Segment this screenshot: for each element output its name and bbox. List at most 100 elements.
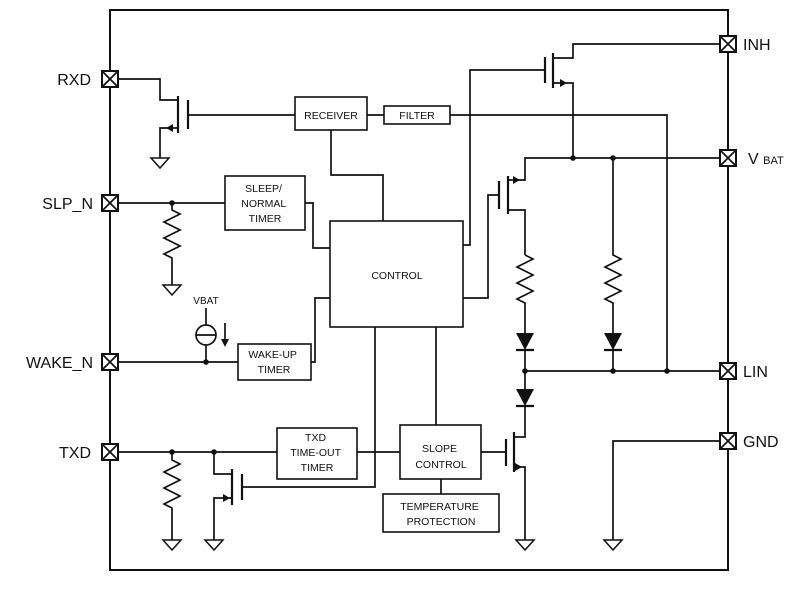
wake-up-timer-line-1: WAKE-UP bbox=[248, 349, 297, 361]
txd-clamp-source-arrow-icon bbox=[223, 494, 230, 502]
txd-timeout-timer-box bbox=[276, 427, 358, 480]
junction-dot bbox=[664, 368, 670, 374]
rxd-source-wire bbox=[159, 127, 178, 158]
wake-up-timer-box bbox=[237, 343, 312, 381]
txd-clamp-drain-wire bbox=[213, 452, 232, 475]
lin-pin: LIN bbox=[719, 362, 768, 381]
junction-dot bbox=[610, 368, 616, 374]
vbat-pin-label: V BAT bbox=[748, 151, 784, 168]
slope-control-line-2: CONTROL bbox=[415, 459, 466, 471]
txd-input bbox=[118, 327, 400, 552]
txd-timeout-timer-block: TXD TIME-OUT TIMER bbox=[276, 427, 358, 480]
slp-n-input bbox=[118, 200, 330, 297]
lin-driver-transistor bbox=[481, 371, 536, 552]
control-to-inh-gate-wire bbox=[463, 69, 545, 246]
lin-fixed-pullup bbox=[603, 158, 623, 371]
control-to-pullup-gate-wire bbox=[463, 194, 499, 299]
txd-timeout-timer-line-3: TIMER bbox=[301, 462, 334, 474]
txd-timeout-timer-line-1: TXD bbox=[305, 432, 326, 444]
inh-switch-transistor bbox=[463, 43, 720, 246]
pullup-resistor-icon bbox=[515, 254, 535, 333]
rxd-output-transistor bbox=[118, 78, 295, 170]
slope-control-box bbox=[399, 424, 482, 480]
sleep-normal-timer-box bbox=[224, 175, 306, 231]
slope-control-label: SLOPE CONTROL bbox=[415, 443, 466, 471]
ground-icon bbox=[161, 539, 183, 552]
inh-pin: INH bbox=[719, 35, 771, 54]
wake-timer-to-control-wire bbox=[311, 297, 330, 363]
control-block: CONTROL bbox=[329, 220, 464, 328]
fixed-pullup-diode-icon bbox=[604, 333, 622, 350]
pin-cross-icon bbox=[101, 194, 119, 212]
lin-pin-label: LIN bbox=[743, 364, 768, 381]
filter-label: FILTER bbox=[399, 110, 435, 122]
control-to-txd-clamp-gate-wire bbox=[242, 327, 376, 488]
control-label: CONTROL bbox=[371, 270, 422, 282]
vbat-rail-wire bbox=[508, 157, 720, 181]
driver-source-wire bbox=[514, 466, 526, 540]
driver-source-arrow-icon bbox=[515, 463, 522, 471]
receiver-block: RECEIVER bbox=[294, 96, 368, 131]
wake-up-timer-line-2: TIMER bbox=[258, 364, 291, 376]
wake-n-input: VBAT bbox=[118, 296, 330, 365]
fixed-pullup-resistor-icon bbox=[603, 158, 623, 333]
wake-n-pin: WAKE_N bbox=[26, 353, 119, 372]
rxd-pin-label: RXD bbox=[57, 72, 91, 89]
pin-cross-icon bbox=[101, 353, 119, 371]
rxd-pin: RXD bbox=[57, 70, 119, 89]
temperature-protection-label: TEMPERATURE PROTECTION bbox=[400, 501, 481, 528]
wake-n-pin-label: WAKE_N bbox=[26, 355, 93, 372]
sleep-normal-timer-line-3: TIMER bbox=[249, 213, 282, 225]
lin-pullup-transistor bbox=[463, 176, 535, 371]
inh-source-arrow-icon bbox=[560, 79, 567, 87]
temperature-protection-line-2: PROTECTION bbox=[407, 516, 476, 528]
temperature-protection-box bbox=[382, 493, 500, 533]
sleep-normal-timer-line-1: SLEEP/ bbox=[245, 183, 282, 195]
sleep-normal-timer-label: SLEEP/ NORMAL TIMER bbox=[241, 183, 288, 225]
rxd-source-arrow-icon bbox=[166, 124, 173, 132]
sleep-normal-timer-line-2: NORMAL bbox=[241, 198, 286, 210]
wake-up-timer-block: WAKE-UP TIMER bbox=[237, 343, 312, 381]
receiver-box bbox=[294, 96, 368, 131]
pin-cross-icon bbox=[719, 35, 737, 53]
slp-n-pulldown-resistor-icon bbox=[162, 203, 182, 285]
gnd-pin: GND bbox=[719, 432, 779, 451]
inh-source-wire bbox=[553, 82, 574, 158]
rxd-drain-wire bbox=[118, 78, 178, 101]
temperature-protection-line-1: TEMPERATURE bbox=[400, 501, 479, 513]
inh-pin-label: INH bbox=[743, 37, 771, 54]
inh-drain-wire bbox=[553, 43, 720, 59]
sleep-normal-timer-block: SLEEP/ NORMAL TIMER bbox=[224, 175, 306, 231]
receiver-label: RECEIVER bbox=[304, 110, 358, 122]
pullup-drain-wire bbox=[508, 209, 526, 255]
slope-control-line-1: SLOPE bbox=[422, 443, 457, 455]
receiver-to-control-wire bbox=[330, 130, 384, 221]
txd-clamp-source-wire bbox=[213, 497, 232, 540]
driver-drain-wire bbox=[514, 406, 526, 438]
txd-pin-label: TXD bbox=[59, 445, 91, 462]
pin-cross-icon bbox=[719, 432, 737, 450]
vbat-pin: V BAT bbox=[719, 149, 784, 168]
driver-diode-icon bbox=[516, 389, 534, 406]
slp-n-pin-label: SLP_N bbox=[42, 196, 93, 213]
wake-up-timer-label: WAKE-UP TIMER bbox=[248, 349, 299, 376]
vbat-pin-label-sub: BAT bbox=[763, 155, 784, 167]
current-direction-arrowhead-icon bbox=[221, 339, 229, 347]
gnd-pin-label: GND bbox=[743, 434, 779, 451]
slp-n-pin: SLP_N bbox=[42, 194, 119, 213]
filter-to-lin-wire bbox=[450, 114, 668, 371]
vbat-pin-label-main: V bbox=[748, 151, 759, 168]
gnd-wire bbox=[612, 440, 720, 540]
pin-cross-icon bbox=[719, 149, 737, 167]
pin-cross-icon bbox=[719, 362, 737, 380]
current-source-supply-label: VBAT bbox=[193, 296, 218, 307]
ground-icon bbox=[161, 284, 183, 297]
txd-pin: TXD bbox=[59, 443, 119, 462]
slope-control-block: SLOPE CONTROL bbox=[399, 424, 482, 480]
pullup-source-arrow-icon bbox=[513, 176, 520, 184]
control-box bbox=[329, 220, 464, 328]
chip-outline bbox=[109, 9, 729, 571]
ground-icon bbox=[602, 539, 624, 552]
filter-box bbox=[383, 105, 451, 125]
filter-block: FILTER bbox=[383, 105, 451, 125]
